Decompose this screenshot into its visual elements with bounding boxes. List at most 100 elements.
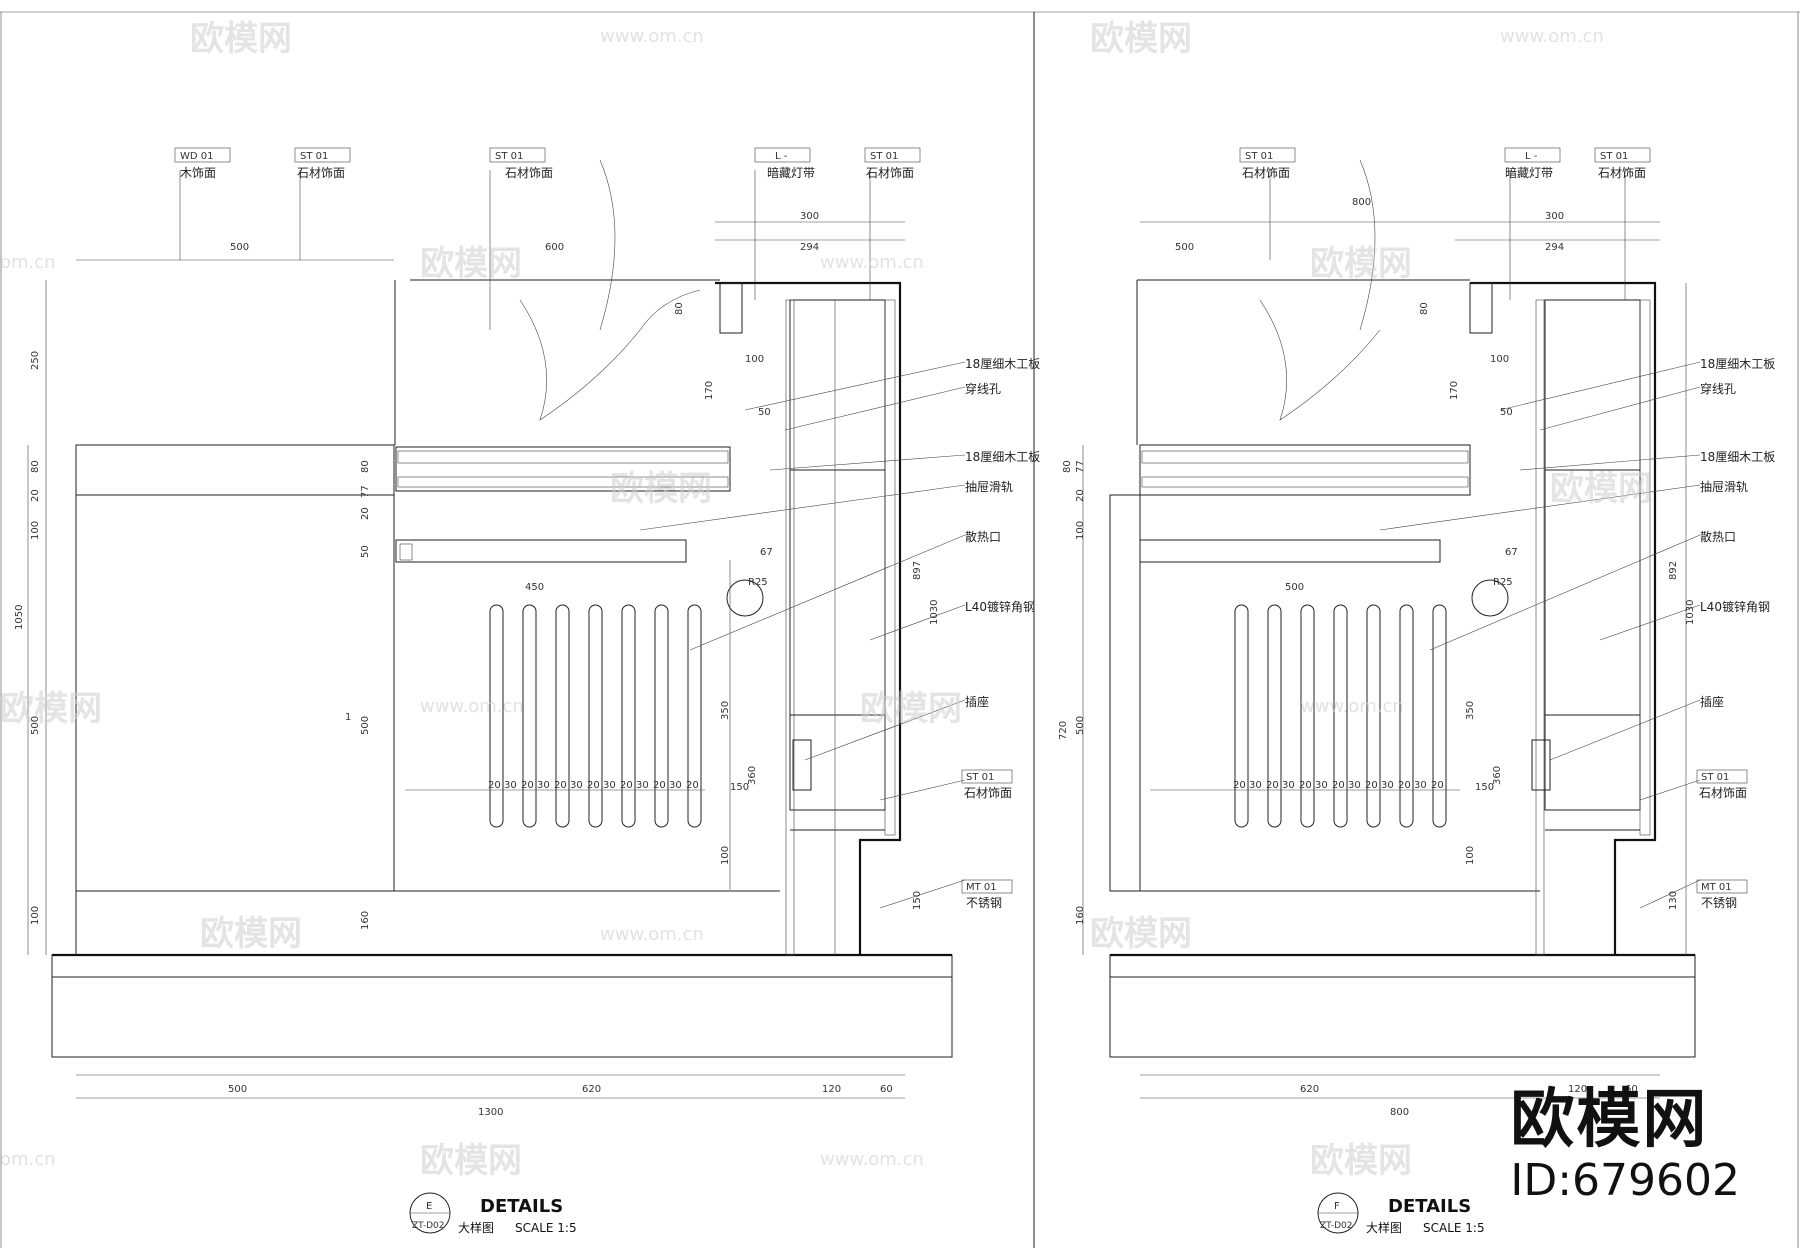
dim-text: 80 xyxy=(30,460,41,473)
dim-text: 20 xyxy=(521,780,534,791)
dim-text: 20 xyxy=(1431,780,1444,791)
dim-text: 1300 xyxy=(478,1107,503,1118)
detail-marker-letter: F xyxy=(1334,1201,1340,1212)
dim-text: 20 xyxy=(1398,780,1411,791)
dim-text: 30 xyxy=(669,780,682,791)
detail-scale: SCALE 1:5 xyxy=(515,1221,577,1235)
dim-text: 1030 xyxy=(929,600,940,625)
dim-text: 800 xyxy=(1390,1107,1409,1118)
tag-code: ST 01 xyxy=(966,772,994,783)
dim-text: 120 xyxy=(1568,1084,1587,1095)
dim-text: 30 xyxy=(504,780,517,791)
countertop-section-e xyxy=(395,446,731,492)
watermark-url: www.om.cn xyxy=(1300,696,1404,717)
detail-circle-label: 1 xyxy=(345,712,351,723)
dim-text: 67 xyxy=(1505,547,1518,558)
tag-code: MT 01 xyxy=(966,882,997,893)
dim-text: 360 xyxy=(1492,766,1503,785)
dim-text: 20 xyxy=(587,780,600,791)
dim-text: 897 xyxy=(912,561,923,580)
dim-text: 300 xyxy=(1545,211,1564,222)
dim-text: 80 xyxy=(1062,460,1073,473)
tag-code: ST 01 xyxy=(1600,151,1628,162)
dim-text: 30 xyxy=(570,780,583,791)
watermark-brand: 欧模网 xyxy=(1310,244,1412,284)
watermark-url: www.om.cn xyxy=(600,924,704,945)
dim-text: 77 xyxy=(360,485,371,498)
tag-name: 不锈钢 xyxy=(1701,896,1737,910)
dim-text: 300 xyxy=(800,211,819,222)
dim-text: 100 xyxy=(30,521,41,540)
dim-text: 294 xyxy=(800,242,819,253)
dim-text: 20 xyxy=(30,489,41,502)
tag-code: MT 01 xyxy=(1701,882,1732,893)
dim-text: 50 xyxy=(360,545,371,558)
dim-text: 100 xyxy=(720,846,731,865)
tag-name: 石材饰面 xyxy=(505,166,553,180)
dim-text: 30 xyxy=(1315,780,1328,791)
dim-text: 20 xyxy=(488,780,501,791)
dim-text: 800 xyxy=(1352,197,1371,208)
dim-text: 20 xyxy=(1365,780,1378,791)
dim-text: 160 xyxy=(360,911,371,930)
watermark-url: om.cn xyxy=(0,1149,56,1170)
brand-name: 欧模网 xyxy=(1510,1083,1709,1157)
dim-text: 30 xyxy=(1282,780,1295,791)
dim-text: 450 xyxy=(525,582,544,593)
dim-text: 20 xyxy=(1266,780,1279,791)
dim-text: 50 xyxy=(758,407,771,418)
callout-label: 抽屉滑轨 xyxy=(965,480,1013,494)
watermark-url: www.om.cn xyxy=(420,696,524,717)
dim-text: 892 xyxy=(1668,561,1679,580)
slot-dims-e: 20 30 20 30 20 30 20 30 20 30 20 30 20 xyxy=(488,780,699,791)
watermark-brand: 欧模网 xyxy=(860,689,962,729)
dim-text: 620 xyxy=(582,1084,601,1095)
dim-text: 500 xyxy=(360,716,371,735)
dim-text: 120 xyxy=(822,1084,841,1095)
dim-text: 500 xyxy=(1175,242,1194,253)
detail-f xyxy=(1082,159,1701,1099)
callout-label: 插座 xyxy=(1700,694,1724,709)
tag-name: 木饰面 xyxy=(180,166,216,180)
steel-frame-e xyxy=(789,299,886,811)
dim-text: 250 xyxy=(30,351,41,370)
detail-title: DETAILS xyxy=(480,1196,563,1217)
dim-text: 150 xyxy=(730,782,749,793)
dim-text: 1050 xyxy=(14,605,25,630)
dim-text: 30 xyxy=(603,780,616,791)
watermark-url: www.om.cn xyxy=(820,1149,924,1170)
dim-text: 30 xyxy=(636,780,649,791)
tags-e: WD 01 木饰面 ST 01 石材饰面 ST 01 石材饰面 L - 暗藏灯带… xyxy=(174,147,921,180)
dim-text: 80 xyxy=(674,302,685,315)
drawer-e xyxy=(395,539,687,563)
dim-text: 1030 xyxy=(1685,600,1696,625)
title-block-f: F ZT-D02 DETAILS 大样图 SCALE 1:5 xyxy=(1317,1192,1485,1235)
slot-dims-f: 20 30 20 30 20 30 20 30 20 30 20 30 20 xyxy=(1233,780,1444,791)
tag-code: ST 01 xyxy=(1701,772,1729,783)
callout-label: 18厘细木工板 xyxy=(1700,450,1775,464)
countertop-stone-e xyxy=(75,444,395,496)
watermark-brand: 欧模网 xyxy=(1550,469,1652,509)
dim-text: 20 xyxy=(1233,780,1246,791)
dim-text: 500 xyxy=(1285,582,1304,593)
dim-text: 50 xyxy=(1500,407,1513,418)
tag-code: L - xyxy=(775,151,788,162)
vent-slots-e xyxy=(489,604,702,828)
detail-scale: SCALE 1:5 xyxy=(1423,1221,1485,1235)
dim-text: 130 xyxy=(1668,891,1679,910)
tags-f: ST 01 石材饰面 L - 暗藏灯带 ST 01 石材饰面 xyxy=(1239,147,1651,180)
dim-text: 20 xyxy=(554,780,567,791)
callouts-f: 18厘细木工板 穿线孔 18厘细木工板 抽屉滑轨 散热口 L40镀锌角钢 插座 … xyxy=(1696,357,1775,910)
dim-text: 20 xyxy=(1332,780,1345,791)
dim-text: 80 xyxy=(360,460,371,473)
watermark-brand: 欧模网 xyxy=(420,244,522,284)
dim-text: 60 xyxy=(880,1084,893,1095)
dim-text: 20 xyxy=(686,780,699,791)
dim-text: 170 xyxy=(1449,381,1460,400)
dim-text: 620 xyxy=(1300,1084,1319,1095)
floor-screed-e xyxy=(51,954,953,978)
callout-label: 穿线孔 xyxy=(1700,381,1736,396)
dim-text: 30 xyxy=(1414,780,1427,791)
dim-text: R25 xyxy=(1493,577,1513,588)
